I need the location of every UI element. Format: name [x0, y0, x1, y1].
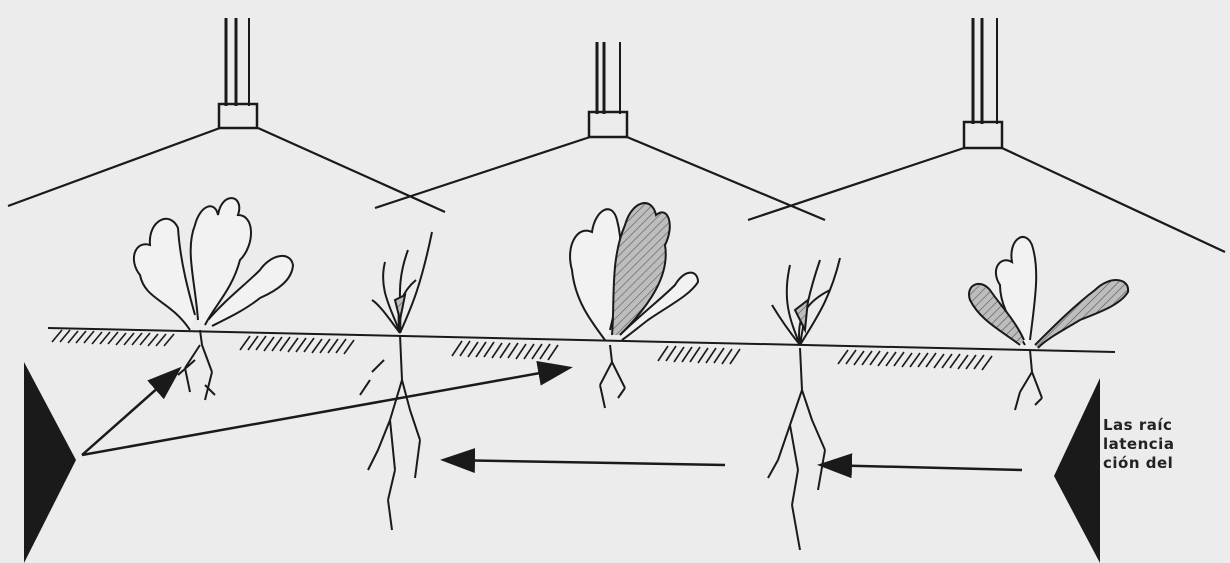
grass-plant-2 — [768, 258, 840, 550]
hatch-4 — [658, 346, 740, 364]
sprinkler-2 — [375, 42, 825, 220]
sprinkler-head-icon — [964, 122, 1002, 148]
beet-plant-1 — [134, 198, 293, 400]
caption-line-2: latencia — [1103, 435, 1230, 454]
sprinkler-head-icon — [219, 104, 257, 128]
hatch-1 — [52, 330, 174, 346]
sprinkler-1 — [8, 18, 445, 212]
arrows — [82, 368, 1022, 470]
hatch-5 — [838, 350, 992, 370]
beet-plant-3 — [969, 237, 1128, 410]
grass-plant-1 — [360, 232, 432, 530]
sprinkler-head-icon — [589, 112, 627, 137]
ground-line — [48, 328, 1115, 352]
arrow-icon — [82, 368, 568, 455]
caption-line-3: ción del — [1103, 454, 1230, 473]
triangle-marker-icon — [24, 362, 76, 563]
arrow-icon — [445, 460, 725, 465]
triangle-marker-icon — [1054, 378, 1100, 563]
hatch-3 — [452, 341, 558, 360]
caption-text: Las raíc latencia ción del — [1103, 416, 1230, 473]
beet-plant-2 — [570, 203, 698, 408]
hatch-2 — [240, 336, 354, 354]
soil-hatching — [52, 330, 992, 370]
arrow-icon — [822, 465, 1022, 470]
caption-line-1: Las raíc — [1103, 416, 1230, 435]
arrow-icon — [82, 370, 178, 455]
